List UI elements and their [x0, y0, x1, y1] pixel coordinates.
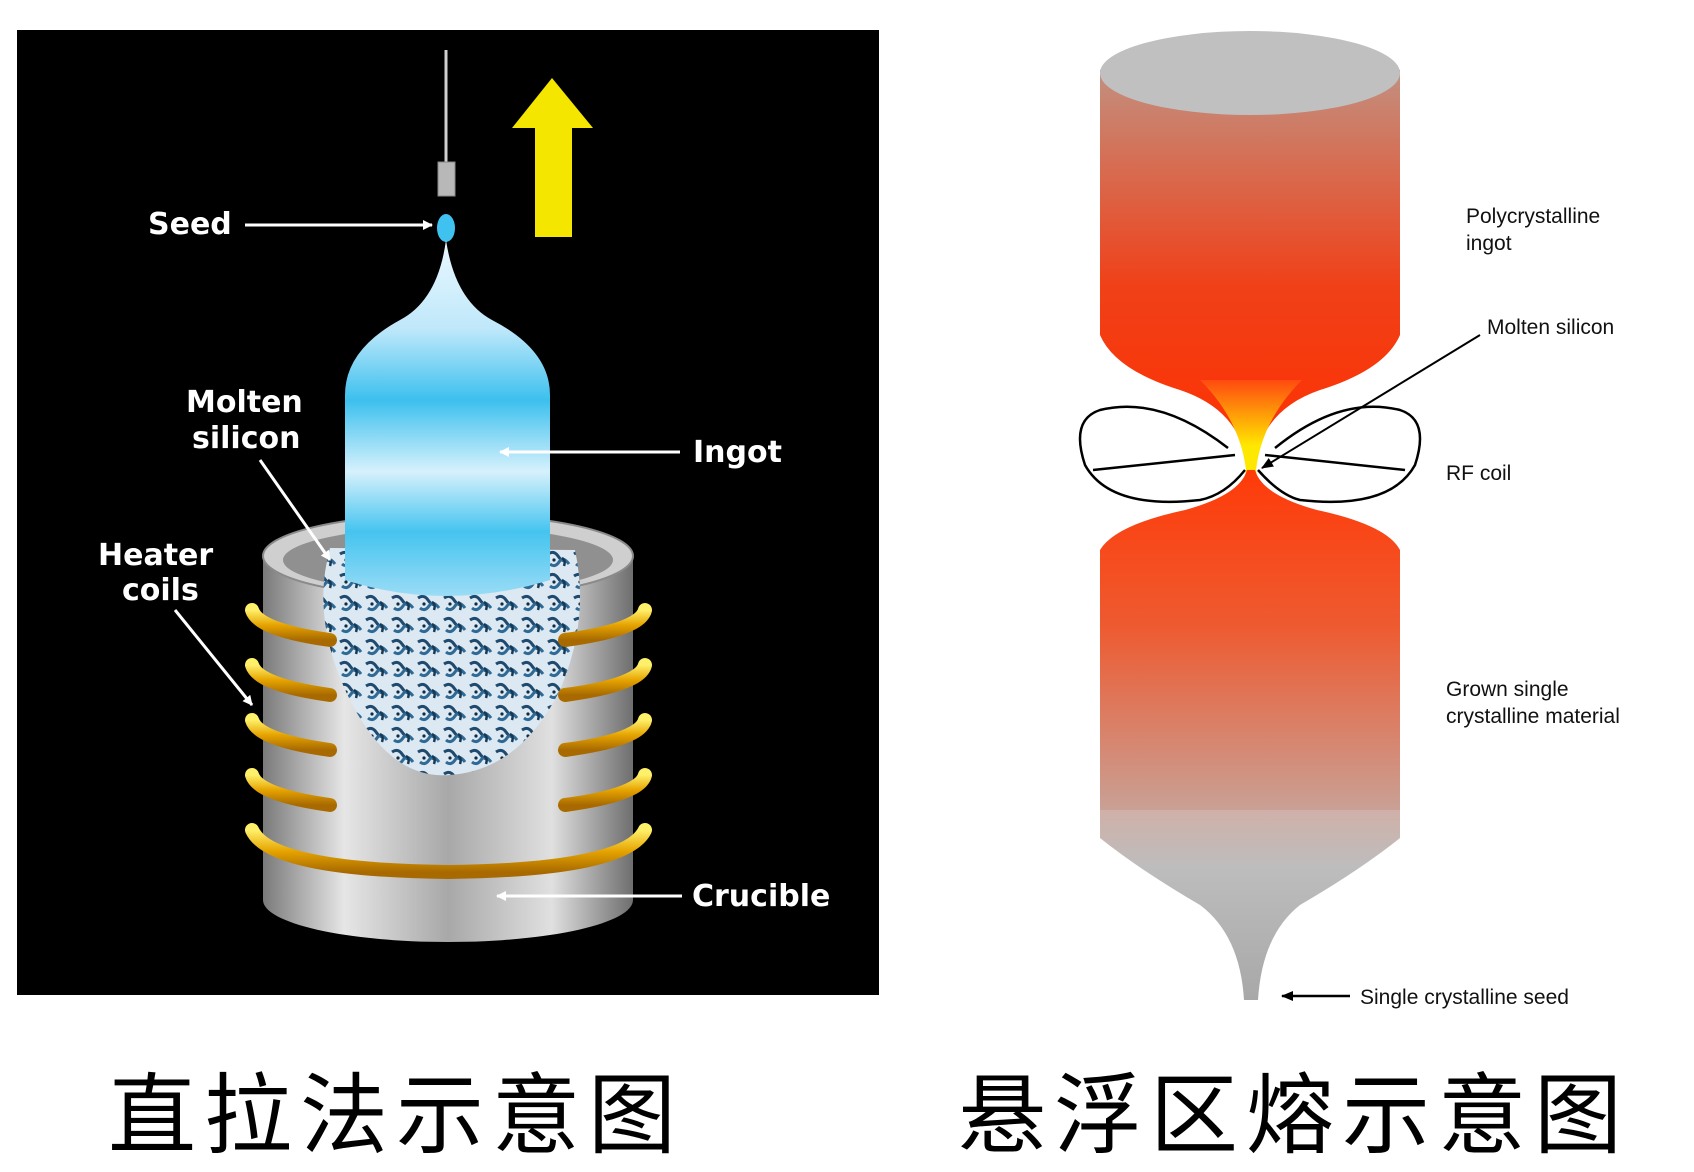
poly-ingot-top	[1100, 31, 1400, 115]
molten-arrow	[258, 459, 332, 561]
molten-zone	[1170, 380, 1330, 545]
cz-label-crucible: Crucible	[692, 879, 830, 914]
fz-seed	[1100, 810, 1400, 1000]
cz-label-heater-2: coils	[122, 573, 199, 608]
cz-label-seed: Seed	[148, 207, 232, 242]
molten-pointer	[1261, 334, 1481, 469]
heater-coils	[245, 603, 652, 880]
cz-label-molten-1: Molten	[186, 385, 303, 420]
float-zone-diagram: Polycrystalline ingot Molten silicon RF …	[1078, 31, 1620, 1009]
cz-label-ingot: Ingot	[693, 435, 782, 470]
seed-crystal	[437, 214, 455, 242]
seed-holder	[437, 161, 456, 197]
fz-label-poly-2: ingot	[1466, 232, 1512, 255]
czochralski-caption: 直拉法示意图	[108, 1064, 685, 1167]
fz-label-rf-coil: RF coil	[1446, 462, 1511, 485]
poly-ingot	[1100, 70, 1400, 465]
fz-label-seed: Single crystalline seed	[1360, 986, 1569, 1009]
float-zone-caption: 悬浮区熔示意图	[958, 1064, 1631, 1167]
ingot	[345, 240, 550, 596]
rf-coil	[1078, 405, 1422, 504]
fz-label-grown-2: crystalline material	[1446, 705, 1620, 728]
cz-label-heater-1: Heater	[98, 538, 213, 573]
fz-label-molten: Molten silicon	[1487, 316, 1614, 339]
czochralski-diagram: Seed Molten silicon Ingot Heater coils C…	[17, 30, 879, 995]
cz-label-molten-2: silicon	[192, 421, 300, 456]
grown-crystal	[1100, 470, 1400, 815]
heater-arrow	[173, 609, 254, 706]
fz-label-poly-1: Polycrystalline	[1466, 205, 1600, 228]
fz-label-grown-1: Grown single	[1446, 678, 1569, 701]
up-arrow-icon	[512, 78, 593, 237]
